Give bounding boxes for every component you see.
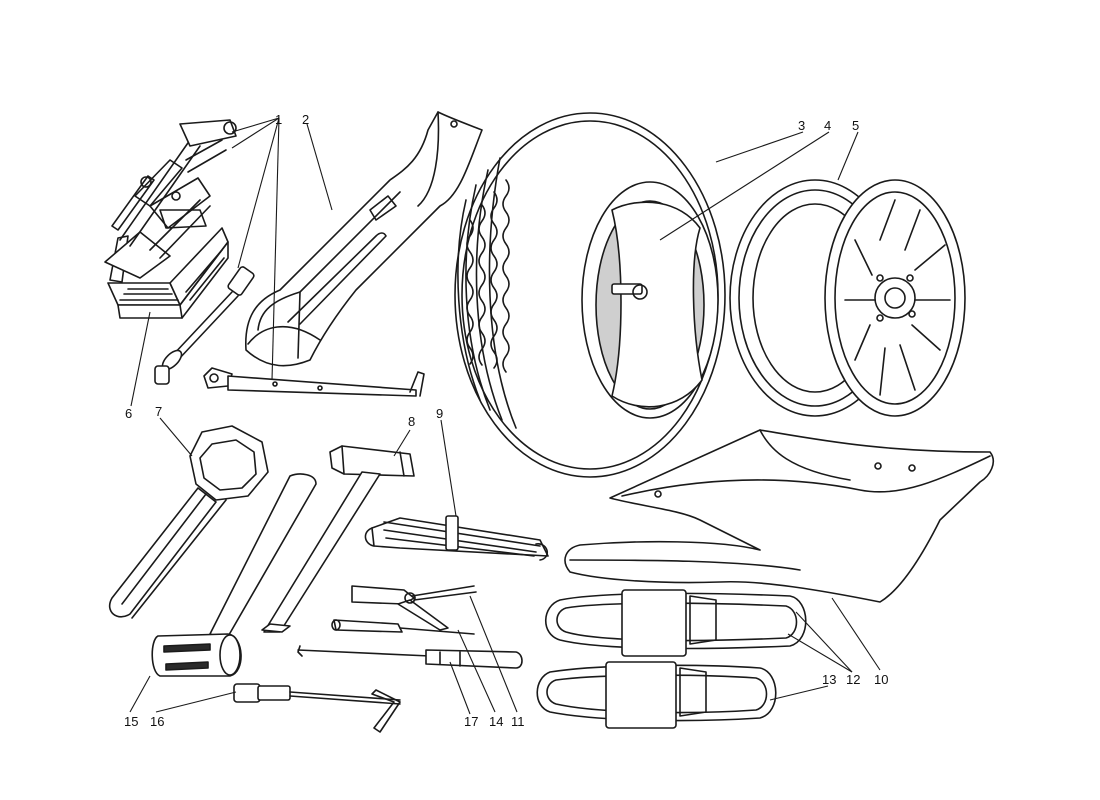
leader-lines bbox=[129, 117, 881, 715]
callout-9: 9 bbox=[436, 406, 443, 421]
spanner-set bbox=[364, 515, 549, 561]
callout-16: 16 bbox=[150, 714, 164, 729]
wheel-nut-spanner bbox=[108, 425, 269, 619]
tyre-and-inner-tube bbox=[454, 112, 726, 478]
callout-17: 17 bbox=[464, 714, 478, 729]
car-jack bbox=[104, 119, 237, 319]
callout-1: 1 bbox=[275, 112, 282, 127]
callout-labels: 1 2 3 4 5 6 7 8 9 10 11 12 13 14 15 16 1… bbox=[124, 112, 888, 729]
callout-7: 7 bbox=[155, 404, 162, 419]
callout-13: 13 bbox=[822, 672, 836, 687]
hammer bbox=[261, 445, 415, 633]
pliers bbox=[351, 585, 477, 631]
straps bbox=[536, 589, 807, 729]
wheel-rim bbox=[729, 179, 966, 417]
callout-14: 14 bbox=[489, 714, 503, 729]
large-screwdriver bbox=[297, 645, 523, 669]
callout-10: 10 bbox=[874, 672, 888, 687]
callout-6: 6 bbox=[125, 406, 132, 421]
callout-15: 15 bbox=[124, 714, 138, 729]
callout-11: 11 bbox=[511, 714, 525, 729]
tool-roll bbox=[245, 111, 483, 367]
mallet bbox=[151, 473, 317, 677]
callout-12: 12 bbox=[846, 672, 860, 687]
box-spanner bbox=[233, 683, 401, 733]
callout-3: 3 bbox=[798, 118, 805, 133]
jack-handle bbox=[154, 266, 425, 397]
callout-5: 5 bbox=[852, 118, 859, 133]
callout-8: 8 bbox=[408, 414, 415, 429]
callout-4: 4 bbox=[824, 118, 831, 133]
callout-2: 2 bbox=[302, 112, 309, 127]
small-screwdriver bbox=[331, 619, 475, 635]
tool-bag-cover bbox=[564, 429, 995, 603]
